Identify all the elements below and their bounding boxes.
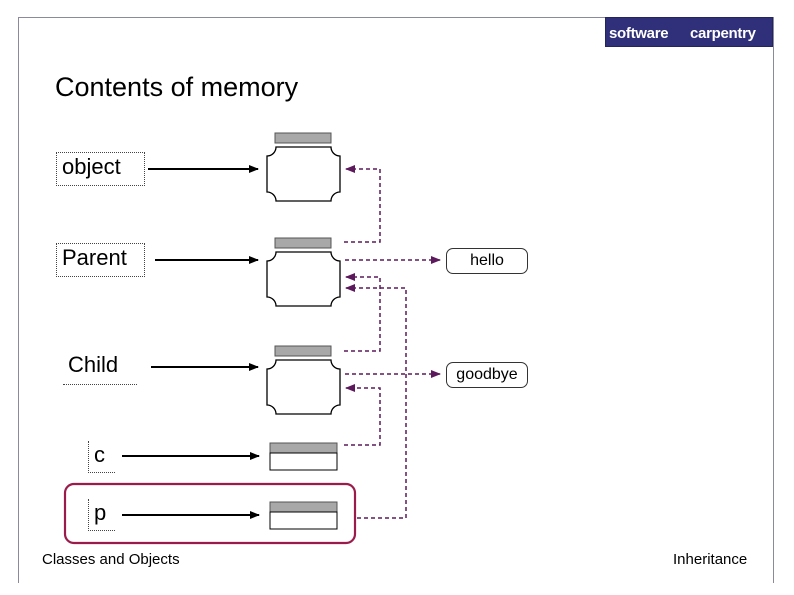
instance-box-p: [269, 501, 338, 530]
highlight-p-row: [63, 482, 357, 545]
class-box-child: [266, 345, 341, 415]
variable-label-child: Child: [63, 351, 137, 385]
class-box-parent: [266, 237, 341, 307]
footer-right: Inheritance: [673, 551, 748, 568]
c-to-child-link: [344, 384, 381, 446]
child-to-parent-link: [344, 273, 381, 352]
class-box-object: [266, 132, 341, 202]
p-to-parent-link: [345, 284, 407, 519]
value-box-goodbye: goodbye: [446, 362, 528, 388]
footer-left: Classes and Objects: [42, 551, 180, 568]
slide-frame: [18, 17, 774, 583]
value-box-hello: hello: [446, 248, 528, 274]
logo-word-software: software: [609, 25, 669, 42]
variable-label-c: c: [88, 441, 115, 473]
slide-title: Contents of memory: [55, 72, 299, 102]
instance-box-c: [269, 442, 338, 471]
variable-label-object: object: [56, 152, 145, 186]
software-carpentry-logo: software carpentry: [605, 17, 773, 47]
parent-to-object-link: [344, 165, 381, 243]
variable-label-p: p: [88, 499, 115, 531]
logo-word-carpentry: carpentry: [690, 25, 756, 42]
variable-label-parent: Parent: [56, 243, 145, 277]
